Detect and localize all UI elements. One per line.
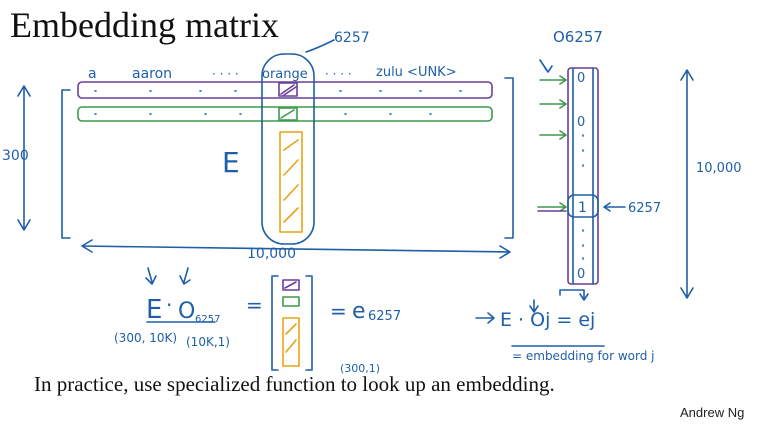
eq-e: e — [352, 299, 366, 324]
purple-cell — [278, 82, 298, 97]
onehot-label: O6257 — [553, 28, 603, 46]
onehot-top-value: 0 — [577, 71, 585, 86]
matrix-right-bracket — [504, 77, 514, 239]
matrix-label: E — [222, 146, 240, 179]
eq-dot: · — [166, 293, 172, 317]
eq-E: E — [146, 295, 162, 325]
orange-column-vector — [279, 131, 303, 233]
eq-O-sub: 6257 — [195, 314, 220, 325]
eq-equals-2: = — [330, 299, 347, 323]
rows-label: 300 — [2, 148, 29, 164]
slide-title: Embedding matrix — [10, 5, 279, 45]
purple-row — [77, 81, 493, 99]
onehot-mid-value: 0 — [577, 115, 585, 130]
eq-equals-1: = — [246, 293, 263, 317]
onehot-one-value: 1 — [578, 200, 587, 216]
onehot-one-cell — [567, 194, 599, 218]
eq-O: O — [178, 299, 195, 324]
eq-dim-E: (300, 10K) — [114, 331, 177, 345]
vocab-dots-right: · · · · — [325, 67, 352, 81]
vocab-dots-left: · · · · — [212, 67, 239, 81]
vocab-orange-label: orange — [262, 67, 308, 82]
cols-arrow — [81, 239, 511, 259]
general-equation: E · Oj = ej — [500, 309, 595, 331]
eq-dim-O: (10K,1) — [186, 335, 230, 349]
general-note: = embedding for word j — [512, 349, 655, 363]
onehot-vector — [567, 67, 599, 285]
onehot-bottom-value: 0 — [577, 267, 585, 282]
arrow-index-label: 6257 — [628, 201, 661, 216]
vocab-size-label: 10,000 — [696, 161, 742, 176]
vocab-arrow — [680, 69, 694, 299]
green-cell — [278, 107, 298, 121]
vocab-first-label: a — [88, 66, 97, 82]
orange-index-label: 6257 — [334, 30, 370, 46]
rows-arrow — [17, 85, 31, 231]
eq-e-sub: 6257 — [368, 309, 401, 324]
result-dim: (300,1) — [340, 362, 380, 375]
cols-label: 10,000 — [247, 246, 296, 262]
vocab-second-label: aaron — [132, 66, 172, 82]
vocab-last-label: zulu <UNK> — [376, 65, 457, 80]
matrix-left-bracket — [61, 89, 71, 239]
green-row — [77, 106, 493, 122]
slide-credit: Andrew Ng — [680, 405, 745, 420]
slide-caption: In practice, use specialized function to… — [34, 372, 555, 396]
orange-column-outline — [261, 53, 315, 245]
